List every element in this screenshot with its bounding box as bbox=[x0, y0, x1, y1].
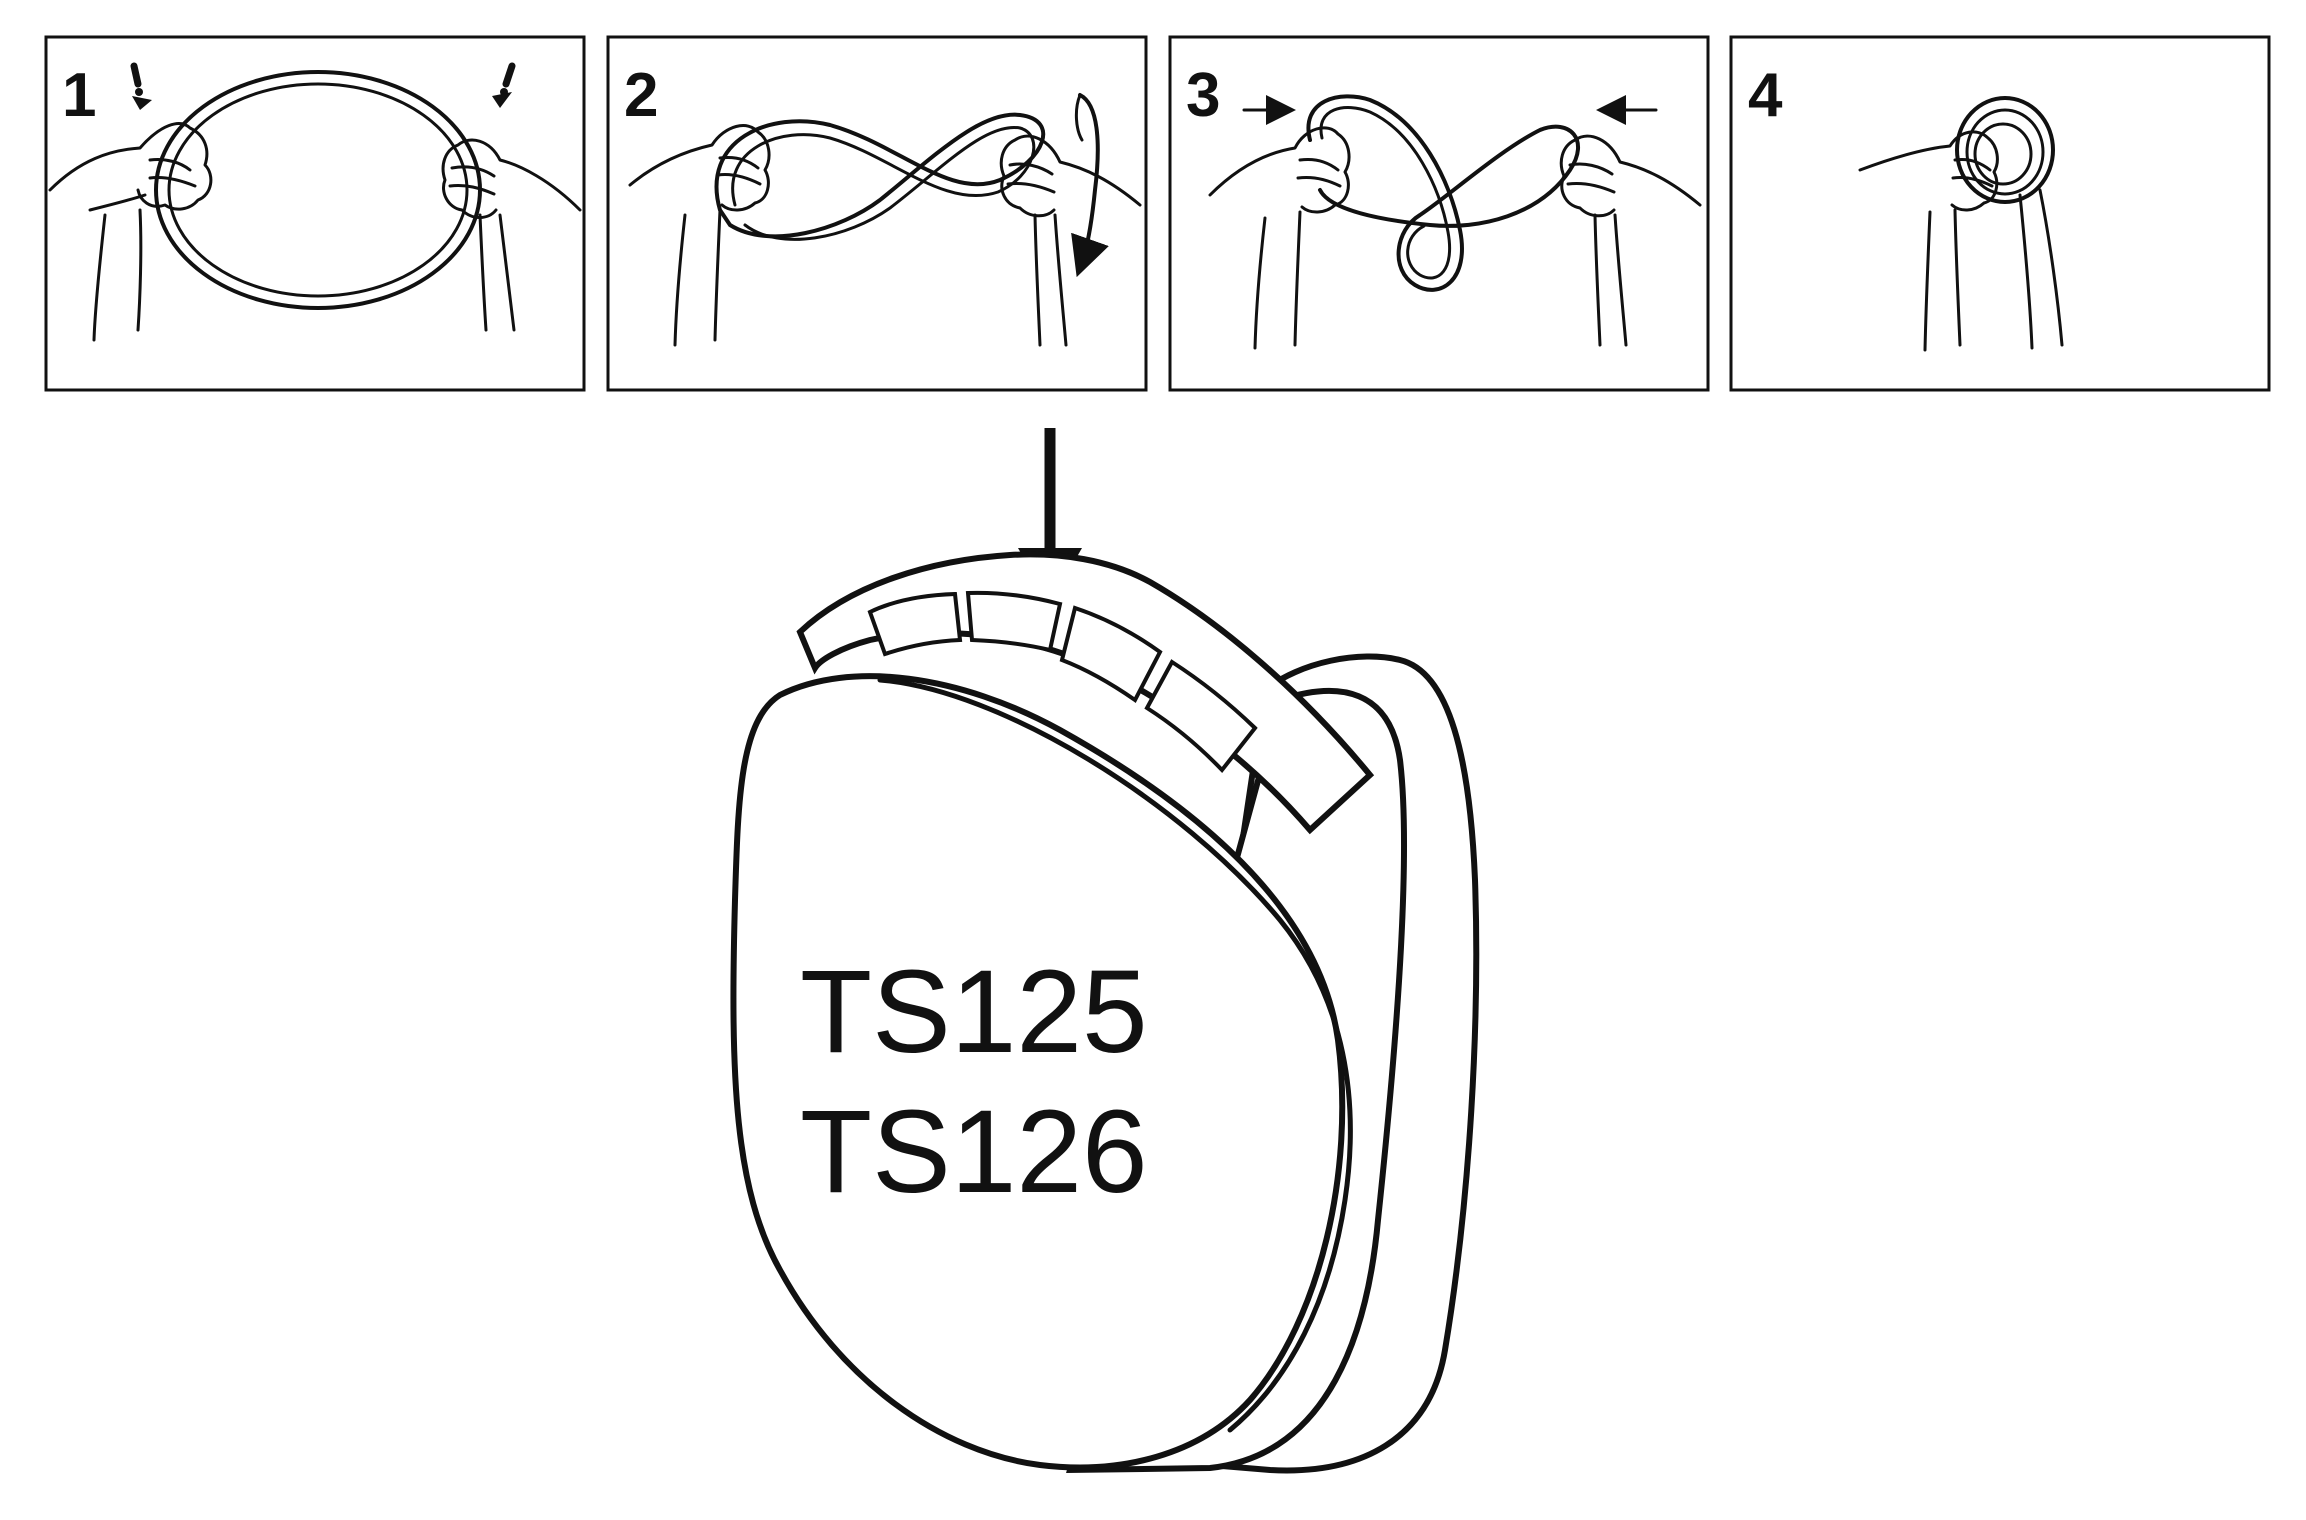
tab-windows bbox=[867, 590, 1258, 774]
step-panel-1: 1 bbox=[44, 35, 586, 392]
tab-window-2 bbox=[965, 590, 1063, 653]
coiled-loop bbox=[1955, 96, 2055, 204]
left-hand bbox=[628, 124, 771, 347]
filter-pads-illustration: TS125 TS126 bbox=[730, 551, 1480, 1474]
filter-pad-front bbox=[730, 673, 1346, 1471]
step-panel-2: 2 bbox=[606, 35, 1148, 392]
push-marker-left-icon bbox=[130, 62, 152, 110]
model-label-1: TS125 bbox=[800, 946, 1148, 1078]
left-hand bbox=[1208, 126, 1351, 350]
left-hand bbox=[48, 122, 213, 342]
step-number-4: 4 bbox=[1748, 61, 1783, 130]
right-hand bbox=[1559, 134, 1702, 347]
hand bbox=[1858, 130, 2064, 352]
right-hand bbox=[999, 134, 1142, 347]
model-label-2: TS126 bbox=[800, 1086, 1148, 1218]
tab-window-3 bbox=[1059, 605, 1163, 703]
tab-window-4 bbox=[1144, 659, 1258, 774]
right-hand bbox=[441, 138, 582, 332]
step-number-2: 2 bbox=[624, 61, 658, 130]
step-panel-3: 3 bbox=[1168, 35, 1710, 392]
rotate-arrow-icon bbox=[1071, 93, 1109, 278]
folded-cord bbox=[1306, 94, 1581, 292]
tab-window-1 bbox=[867, 591, 963, 657]
step-number-1: 1 bbox=[62, 61, 96, 130]
figure-eight-cord bbox=[714, 112, 1046, 241]
step-number-3: 3 bbox=[1186, 61, 1220, 130]
step-panel-4: 4 bbox=[1729, 35, 2271, 392]
push-marker-right-icon bbox=[492, 62, 516, 108]
